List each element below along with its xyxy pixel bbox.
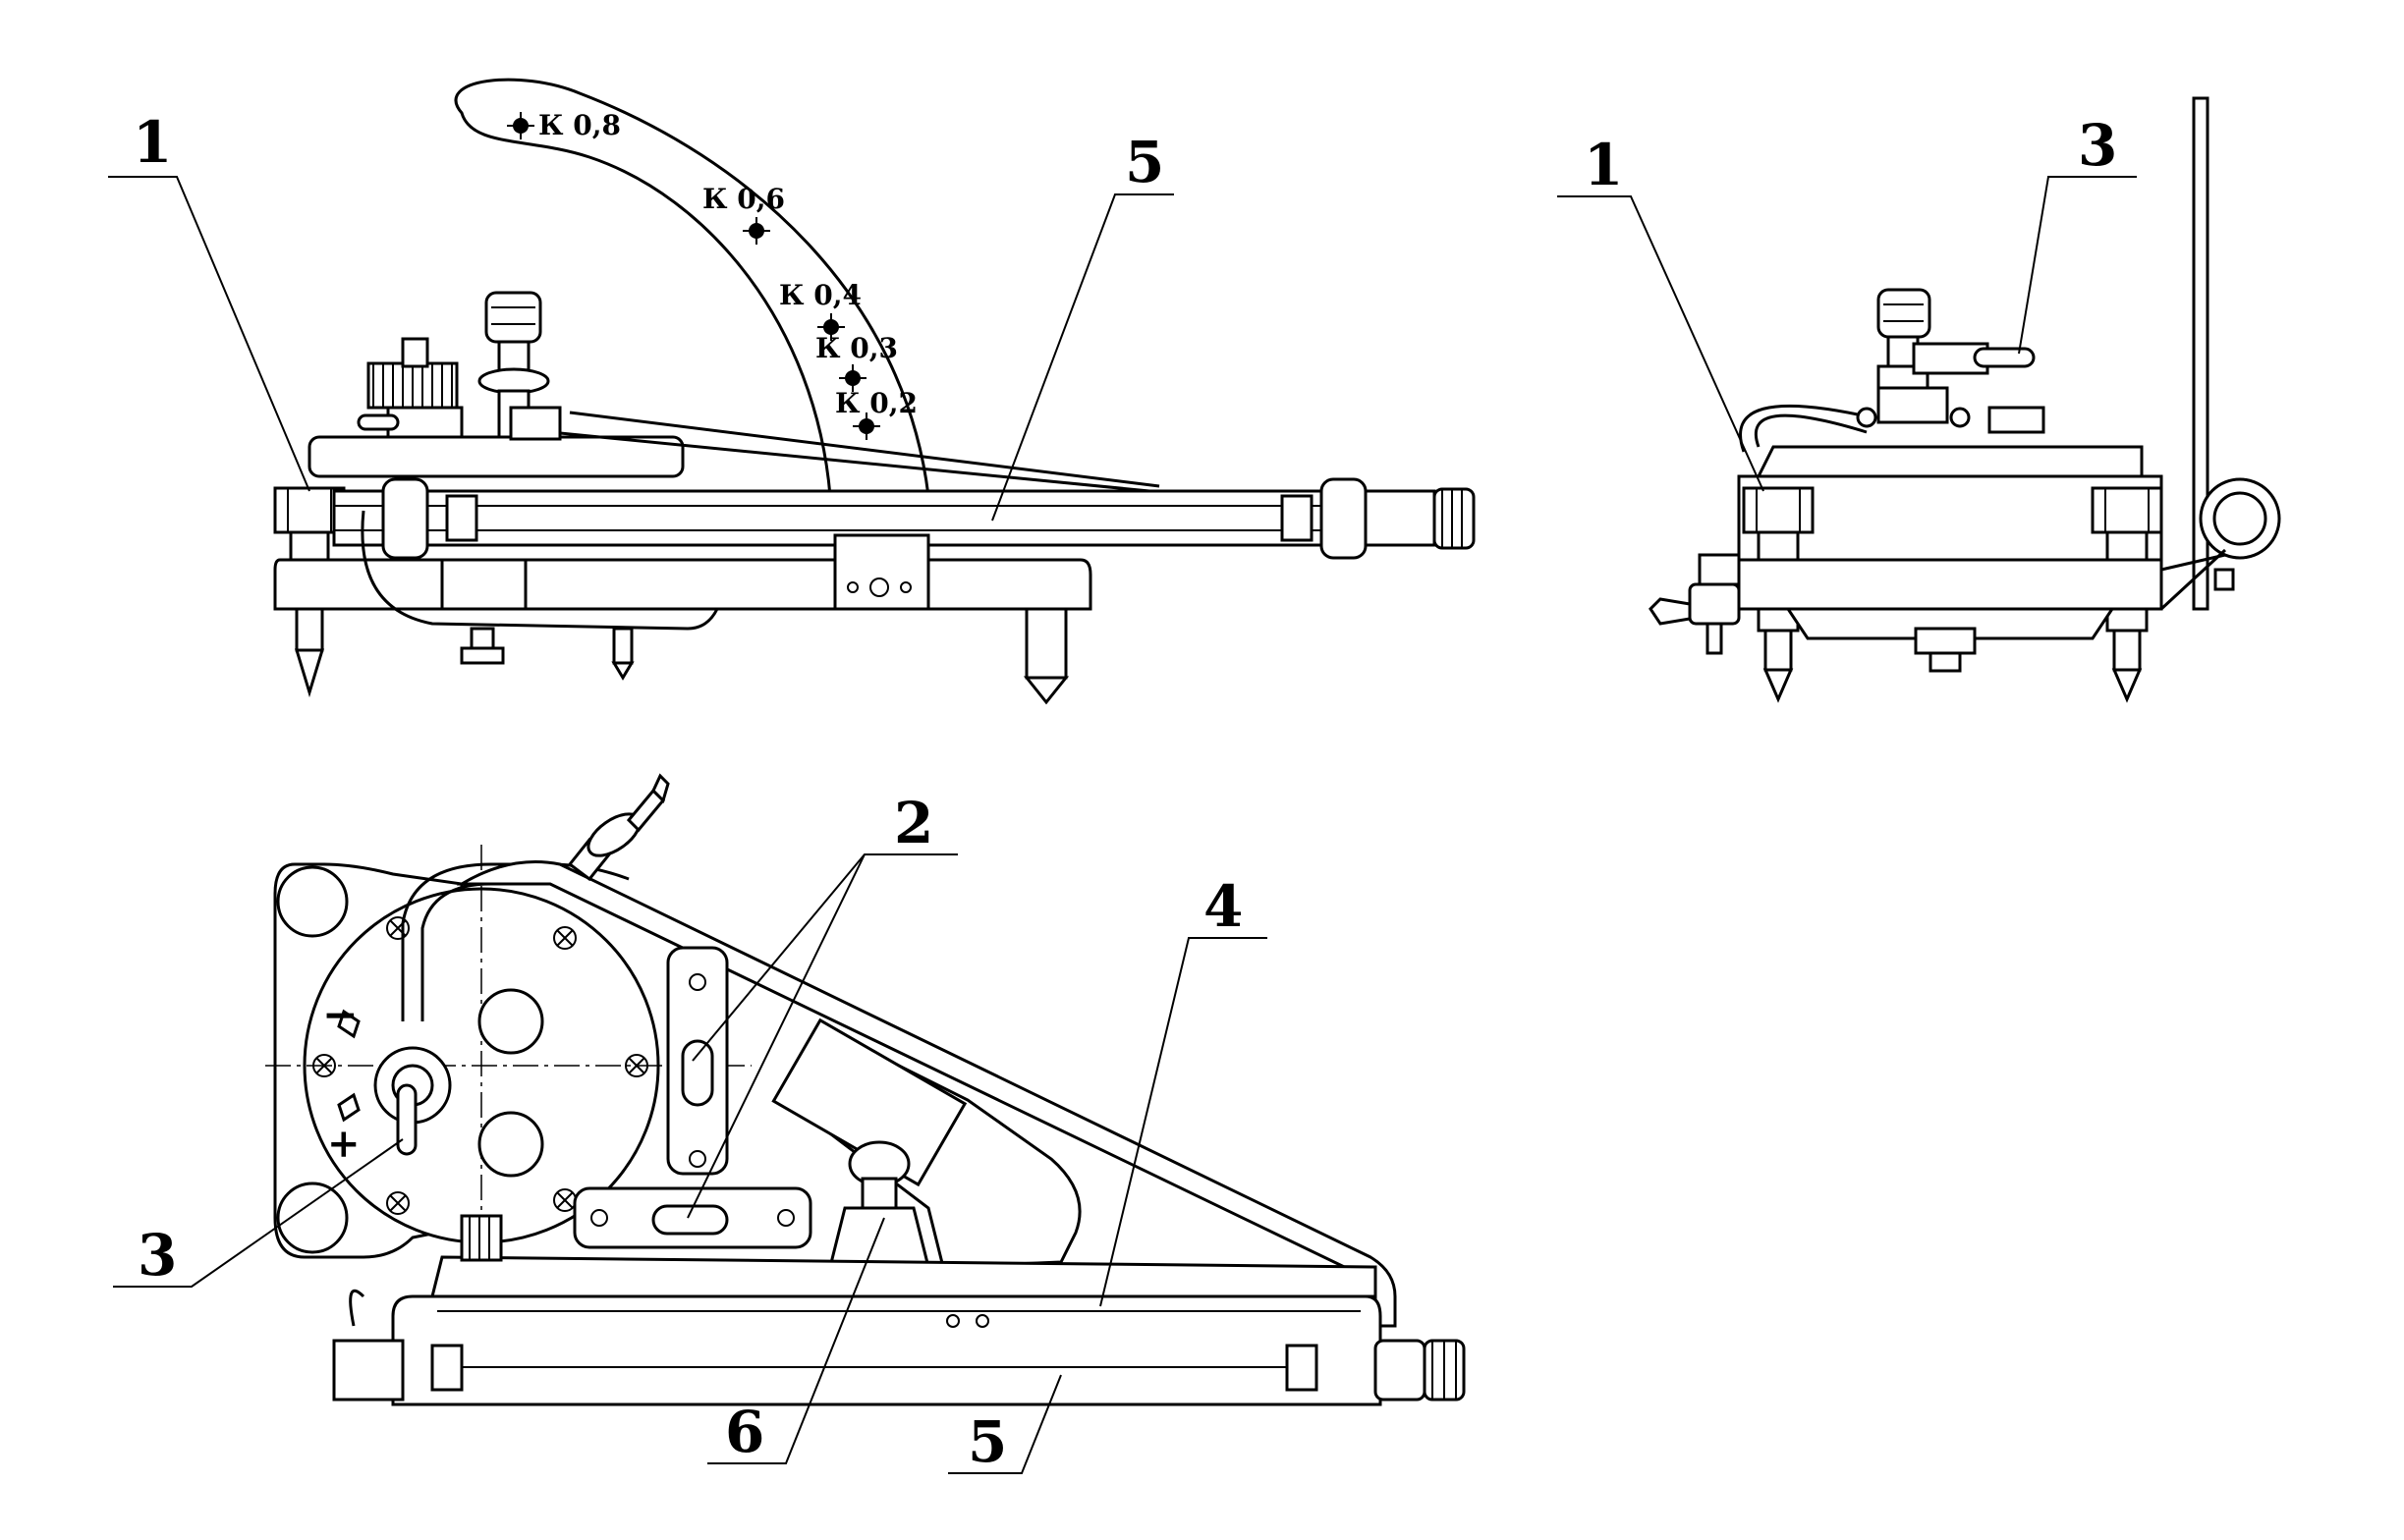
callout-6-plan: 6 [725,1399,764,1465]
scale-marker-06 [743,217,770,245]
grease-nipple [567,773,670,882]
scale-label-08: К 0,8 [538,109,621,141]
scale-label-03: К 0,3 [815,332,898,364]
scale-label-06: К 0,6 [702,183,785,215]
callout-1-end: 1 [1584,132,1623,198]
scale-label-02: К 0,2 [835,387,918,419]
plan-view-bottom: − + 3 2 4 6 5 [113,773,1466,1475]
side-view-left: К 0,8 К 0,6 К 0,4 К 0,3 К 0,2 [108,78,1476,705]
scale-marker-04 [817,313,845,341]
base-plate [307,435,685,478]
scale-marker-02 [853,412,880,440]
leveling-knob [828,1140,930,1269]
scale-label-04: К 0,4 [779,279,862,311]
callout-4-plan: 4 [1203,873,1243,940]
scale-marker-03 [839,364,867,392]
knurled-knob [357,337,464,439]
scale-marker-08 [507,112,534,139]
callout-1-side: 1 [133,109,172,176]
callout-3-end: 3 [2078,112,2117,179]
lower-frame [273,510,1092,705]
callout-2-plan: 2 [894,790,933,856]
callout-3-plan: 3 [138,1222,177,1289]
callout-5-side: 5 [1125,129,1164,195]
plus-sign: + [327,1121,361,1167]
screw-knob [477,291,562,441]
callout-5-plan: 5 [968,1408,1007,1475]
end-view-right: 1 3 [1557,96,2281,703]
minus-sign: − [322,990,359,1040]
